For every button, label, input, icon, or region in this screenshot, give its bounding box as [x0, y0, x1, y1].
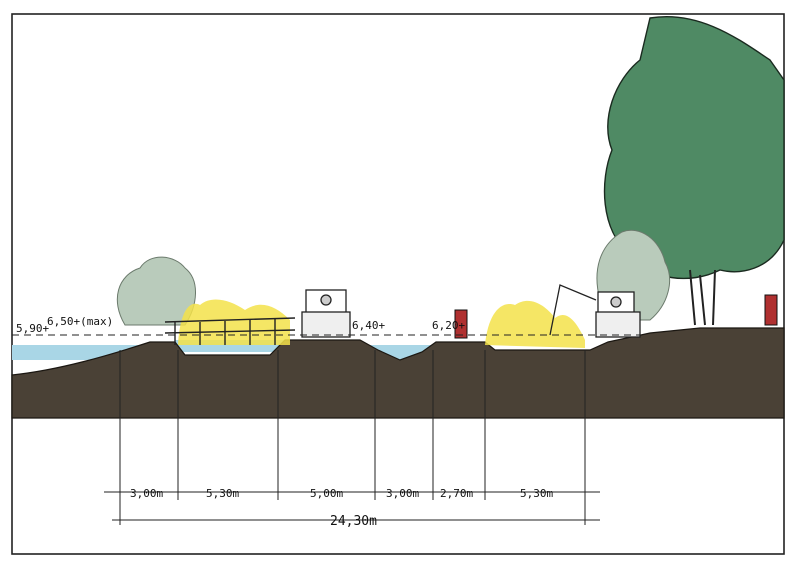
- ground: [11, 327, 785, 419]
- dimension-1: 3,00m: [130, 487, 163, 500]
- dimension-6: 5,30m: [520, 487, 553, 500]
- boardwalk: [164, 317, 296, 345]
- dimension-2: 5,30m: [206, 487, 239, 500]
- total-dimension: 24,30m: [330, 514, 377, 529]
- elevation-max-label: 6,50+(max): [47, 315, 113, 328]
- dimension-3: 5,00m: [310, 487, 343, 500]
- tractor-left: [301, 289, 351, 338]
- red-marker-1: [454, 309, 468, 339]
- elevation-path-label: 6,40+: [352, 319, 385, 332]
- elevation-water-label: 5,90+: [16, 322, 49, 335]
- drawing-frame: [11, 13, 785, 555]
- tractor-right: [549, 284, 641, 338]
- reeds-left: [178, 299, 290, 345]
- dimension-4: 3,00m: [386, 487, 419, 500]
- dimension-5: 2,70m: [440, 487, 473, 500]
- elevation-bank-label: 6,20+: [432, 319, 465, 332]
- large-tree: [603, 16, 785, 326]
- guide-lines: [119, 350, 586, 525]
- light-tree-left: [116, 256, 196, 326]
- red-marker-2: [764, 294, 778, 326]
- reeds-right: [485, 300, 585, 348]
